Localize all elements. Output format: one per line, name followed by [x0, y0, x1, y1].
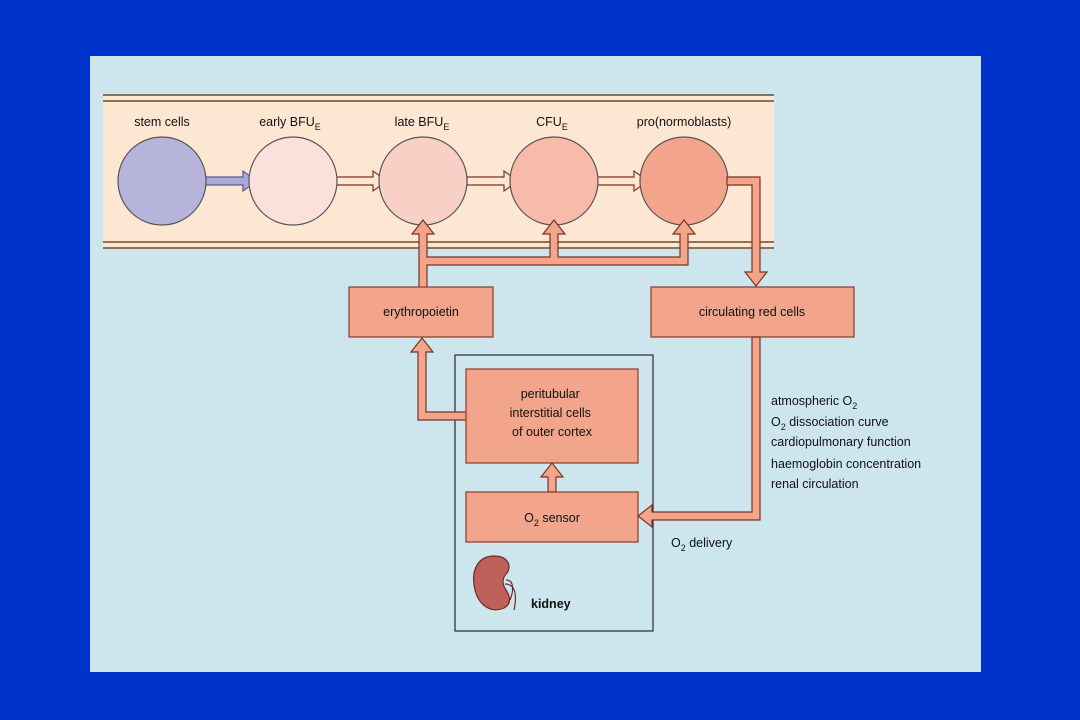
stage-label-cfu: CFUE [536, 115, 568, 132]
peritubular-box [465, 368, 639, 464]
arrow-circulating-to-sensor [637, 336, 761, 529]
cell-pronormoblast [639, 136, 729, 226]
o2-delivery-label: O2 delivery [671, 536, 733, 553]
cell-late-bfu [378, 136, 468, 226]
circulating-red-cells-label: circulating red cells [699, 305, 805, 319]
factor-item: atmospheric O2 [771, 394, 857, 411]
peritubular-label: peritubular interstitial cells of outer … [510, 387, 595, 439]
stage-label-stem: stem cells [134, 115, 190, 129]
kidney-outline [454, 354, 654, 632]
stage-labels: stem cells early BFUE late BFUE CFUE pro… [134, 115, 731, 132]
cell-cfu [509, 136, 599, 226]
erythropoietin-label: erythropoietin [383, 305, 459, 319]
stage-label-late-bfu: late BFUE [395, 115, 450, 132]
o2-sensor-label: O2 sensor [524, 511, 580, 528]
cell-early-bfu [248, 136, 338, 226]
factor-item: cardiopulmonary function [771, 435, 911, 449]
stage-label-pronormoblasts: pro(normoblasts) [637, 115, 731, 129]
o2-sensor-box [465, 491, 639, 543]
arrow-pro-to-circulating [726, 176, 769, 287]
arrow-sensor-to-peritubular [539, 462, 565, 493]
arrow-peritubular-to-erythropoietin [409, 337, 467, 421]
cells [117, 136, 729, 226]
factor-item: O2 dissociation curve [771, 415, 889, 432]
kidney-icon [473, 555, 517, 611]
circulating-red-cells-box [650, 286, 855, 338]
factors-list: atmospheric O2 O2 dissociation curve car… [771, 394, 921, 491]
kidney-label: kidney [531, 597, 571, 611]
cell-stem [117, 136, 207, 226]
erythropoietin-bus [410, 219, 697, 290]
erythropoietin-box [348, 286, 494, 338]
stage-label-early-bfu: early BFUE [259, 115, 321, 132]
factor-item: haemoglobin concentration [771, 457, 921, 471]
factor-item: renal circulation [771, 477, 859, 491]
